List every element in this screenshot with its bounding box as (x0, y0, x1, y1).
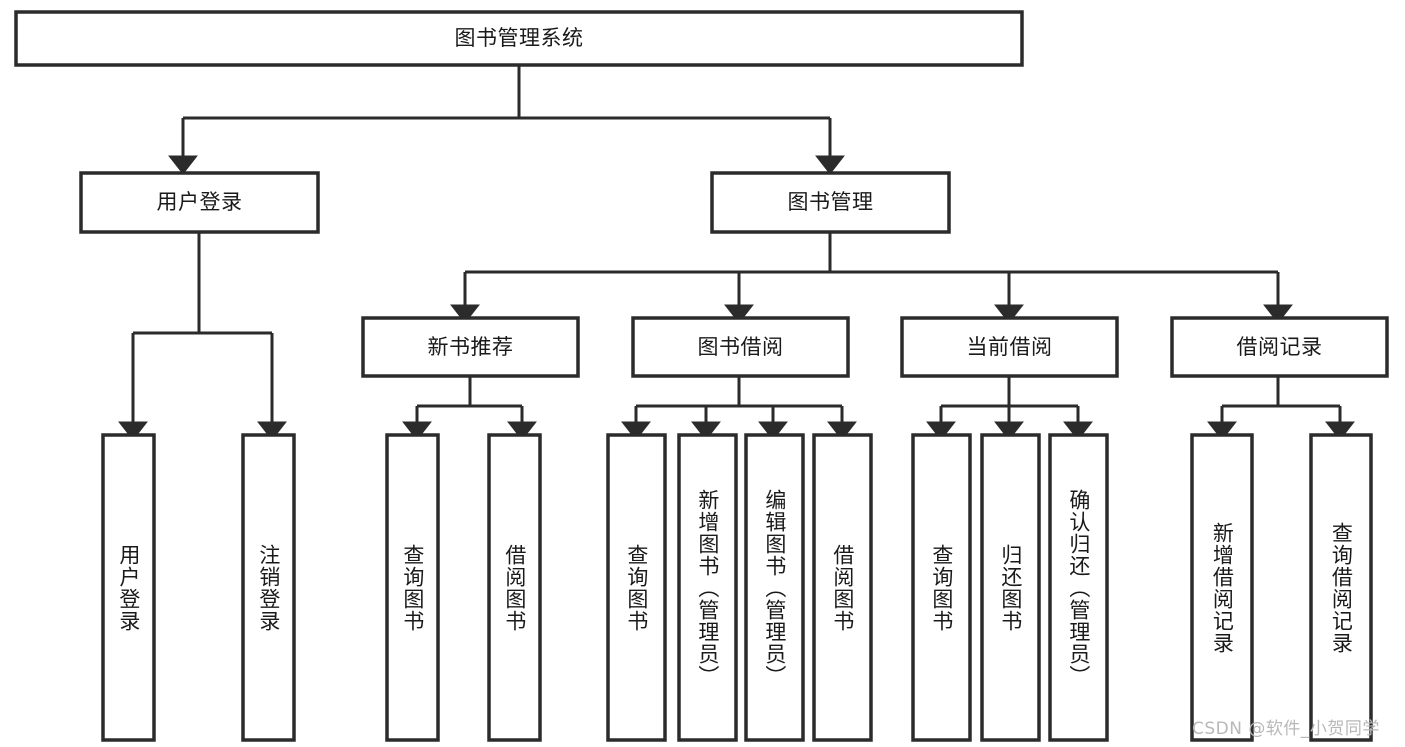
box-new-book-recommend (361, 316, 580, 378)
box-leaf-new-book-1 (385, 433, 440, 742)
box-root (14, 10, 1024, 67)
box-borrow-records (1170, 316, 1389, 378)
box-book-borrow (631, 316, 850, 378)
box-leaf-borrow-3 (744, 433, 805, 742)
box-leaf-borrow-4 (812, 433, 873, 742)
box-leaf-user-login-1 (101, 433, 156, 742)
box-leaf-current-2 (980, 433, 1041, 742)
box-leaf-user-login-2 (241, 433, 296, 742)
watermark: CSDN @软件_小贺同学 (1192, 719, 1380, 739)
box-leaf-borrow-1 (606, 433, 667, 742)
box-leaf-current-3 (1048, 433, 1109, 742)
box-leaf-records-2 (1309, 433, 1373, 742)
box-leaf-borrow-2 (677, 433, 738, 742)
box-leaf-records-1 (1190, 433, 1254, 742)
box-leaf-current-1 (911, 433, 972, 742)
box-book-manage (710, 171, 951, 234)
box-user-login (79, 171, 320, 234)
box-current-borrow (900, 316, 1119, 378)
box-leaf-new-book-2 (487, 433, 542, 742)
